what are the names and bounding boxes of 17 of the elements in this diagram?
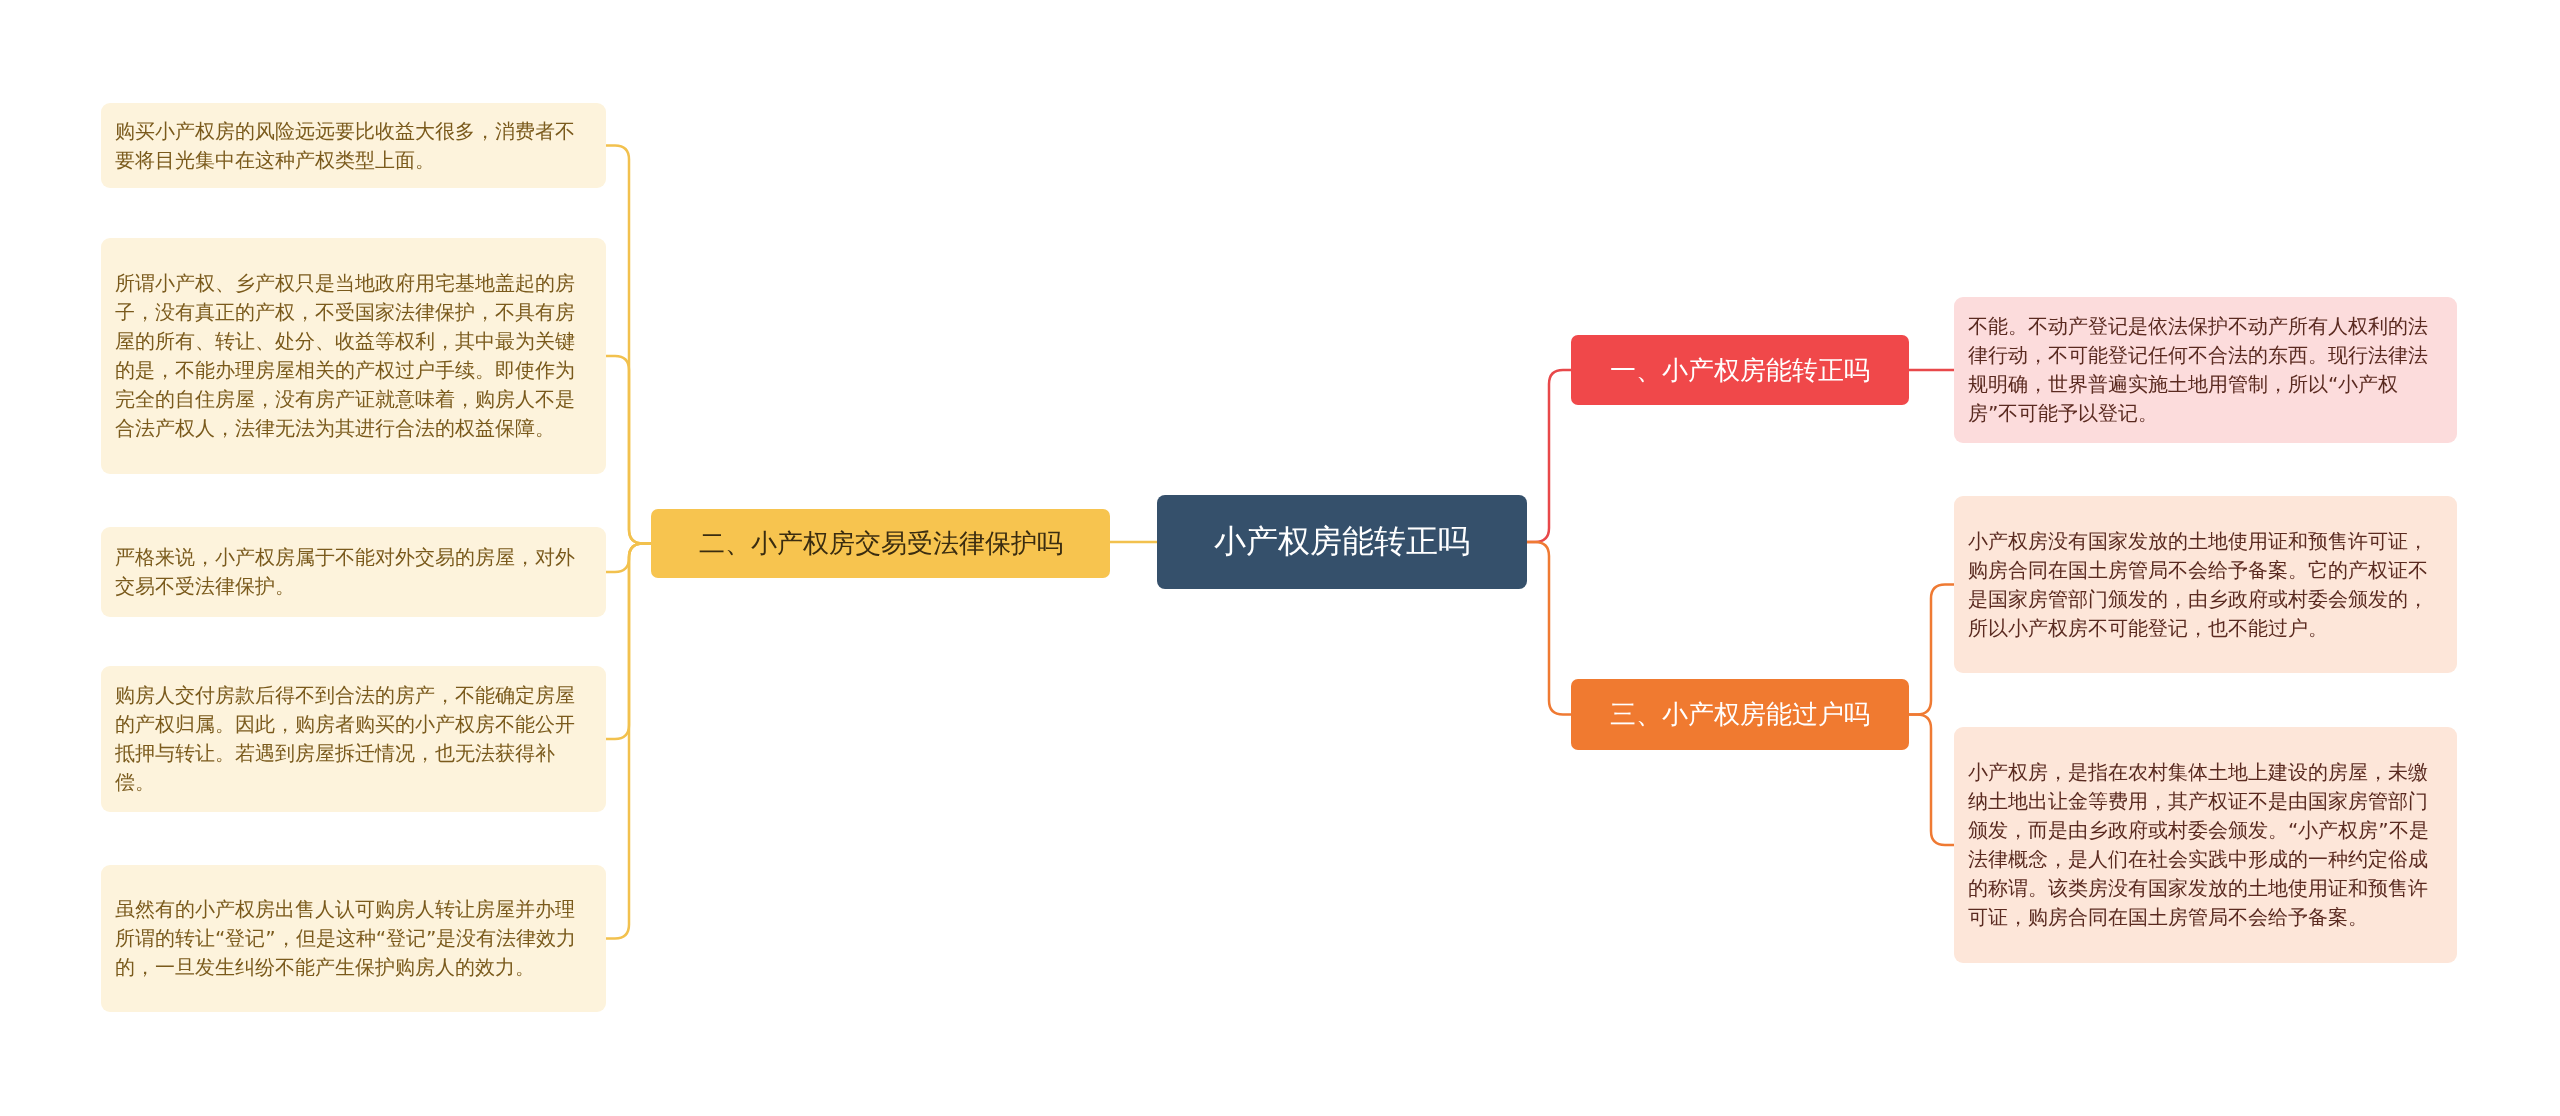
branch-topic: 一、小产权房能转正吗 [1571,335,1909,405]
connector-line [1909,713,1954,847]
connector-line [606,542,651,940]
note-card: 购房人交付房款后得不到合法的房产，不能确定房屋的产权归属。因此，购房者购买的小产权房不能公开抵押与转让。若遇到房屋拆迁情况，也无法获得补偿。 [101,666,606,812]
note-card: 小产权房没有国家发放的土地使用证和预售许可证，购房合同在国土房管局不会给予备案。它的产权证不是国家房管部门颁发的，由乡政府或村委会颁发的，所以小产权房不可能登记，也不能过户。 [1954,496,2457,673]
connector-line [1110,540,1157,544]
connector-line [1909,368,1954,372]
note-card: 虽然有的小产权房出售人认可购房人转让房屋并办理所谓的转让“登记”，但是这种“登记”是没有法律效力的，一旦发生纠纷不能产生保护购房人的效力。 [101,865,606,1012]
central-topic: 小产权房能转正吗 [1157,495,1527,589]
connector-line [1527,540,1571,716]
note-card: 严格来说，小产权房属于不能对外交易的房屋，对外交易不受法律保护。 [101,527,606,617]
note-card: 所谓小产权、乡产权只是当地政府用宅基地盖起的房子，没有真正的产权，不受国家法律保护，不具有房屋的所有、转让、处分、收益等权利，其中最为关键的是，不能办理房屋相关的产权过户手续。即使作为完全的自住房屋，没有房产证就意味着，购房人不是合法产权人，法律无法为其进行合法的权益保障。 [101,238,606,474]
branch-topic: 三、小产权房能过户吗 [1571,679,1909,750]
note-card: 小产权房，是指在农村集体土地上建设的房屋，未缴纳土地出让金等费用，其产权证不是由国家房管部门颁发，而是由乡政府或村委会颁发。“小产权房”不是法律概念，是人们在社会实践中形成的一种约定俗成的称谓。该类房没有国家发放的土地使用证和预售许可证，购房合同在国土房管局不会给予备案。 [1954,727,2457,963]
branch-topic: 二、小产权房交易受法律保护吗 [651,509,1110,578]
note-card: 不能。不动产登记是依法保护不动产所有人权利的法律行动，不可能登记任何不合法的东西。现行法律法规明确，世界普遍实施土地用管制，所以“小产权房”不可能予以登记。 [1954,297,2457,443]
note-card: 购买小产权房的风险远远要比收益大很多，消费者不要将目光集中在这种产权类型上面。 [101,103,606,188]
